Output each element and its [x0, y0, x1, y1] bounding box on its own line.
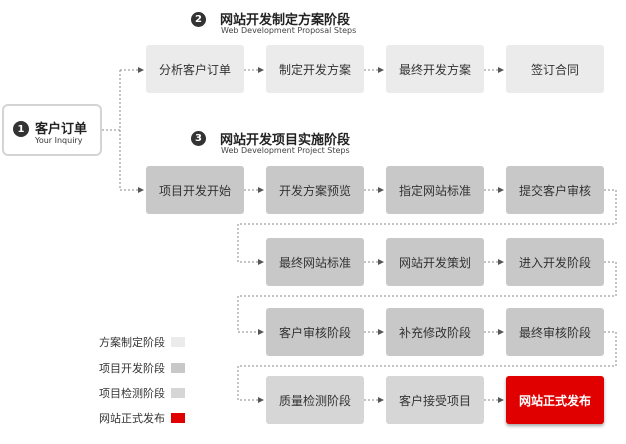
- proposal-step-1: 分析客户订单: [146, 45, 244, 93]
- legend-label-testing: 项目检测阶段: [99, 387, 165, 400]
- legend-swatch-launch: [171, 413, 185, 423]
- legend-label-launch: 网站正式发布: [99, 412, 165, 425]
- proposal-step-2: 制定开发方案: [266, 45, 364, 93]
- stage3-title: 网站开发项目实施阶段: [220, 133, 351, 148]
- proposal-step-3: 最终开发方案: [386, 45, 484, 93]
- project-step-3-1: 客户审核阶段: [266, 308, 364, 356]
- start-inquiry-box: 1 客户订单 Your Inquiry: [2, 104, 102, 156]
- project-step-4-2: 客户接受项目: [386, 376, 484, 424]
- stage3-subtitle: Web Development Project Steps: [221, 146, 350, 155]
- project-step-1-2: 开发方案预览: [266, 166, 364, 214]
- legend-label-development: 项目开发阶段: [99, 362, 165, 375]
- project-step-1-3: 指定网站标准: [386, 166, 484, 214]
- stage2-subtitle: Web Development Proposal Steps: [221, 26, 357, 35]
- legend-swatch-development: [171, 363, 185, 373]
- legend-swatch-testing: [171, 388, 185, 398]
- stage2-number-icon: 2: [191, 12, 206, 27]
- project-step-2-3: 进入开发阶段: [506, 238, 604, 286]
- start-subtitle: Your Inquiry: [35, 136, 83, 145]
- stage3-number-icon: 3: [191, 131, 206, 146]
- project-step-4-1: 质量检测阶段: [266, 376, 364, 424]
- project-step-2-2: 网站开发策划: [386, 238, 484, 286]
- start-title: 客户订单: [35, 122, 88, 137]
- legend-label-proposal: 方案制定阶段: [99, 336, 165, 349]
- project-step-1-1: 项目开发开始: [146, 166, 244, 214]
- project-step-4-3-launch: 网站正式发布: [506, 376, 604, 424]
- start-number-icon: 1: [13, 121, 29, 137]
- project-step-2-1: 最终网站标准: [266, 238, 364, 286]
- legend-swatch-proposal: [171, 337, 185, 347]
- project-step-3-3: 最终审核阶段: [506, 308, 604, 356]
- stage2-title: 网站开发制定方案阶段: [220, 13, 351, 28]
- project-step-1-4: 提交客户审核: [506, 166, 604, 214]
- project-step-3-2: 补充修改阶段: [386, 308, 484, 356]
- proposal-step-4: 签订合同: [506, 45, 604, 93]
